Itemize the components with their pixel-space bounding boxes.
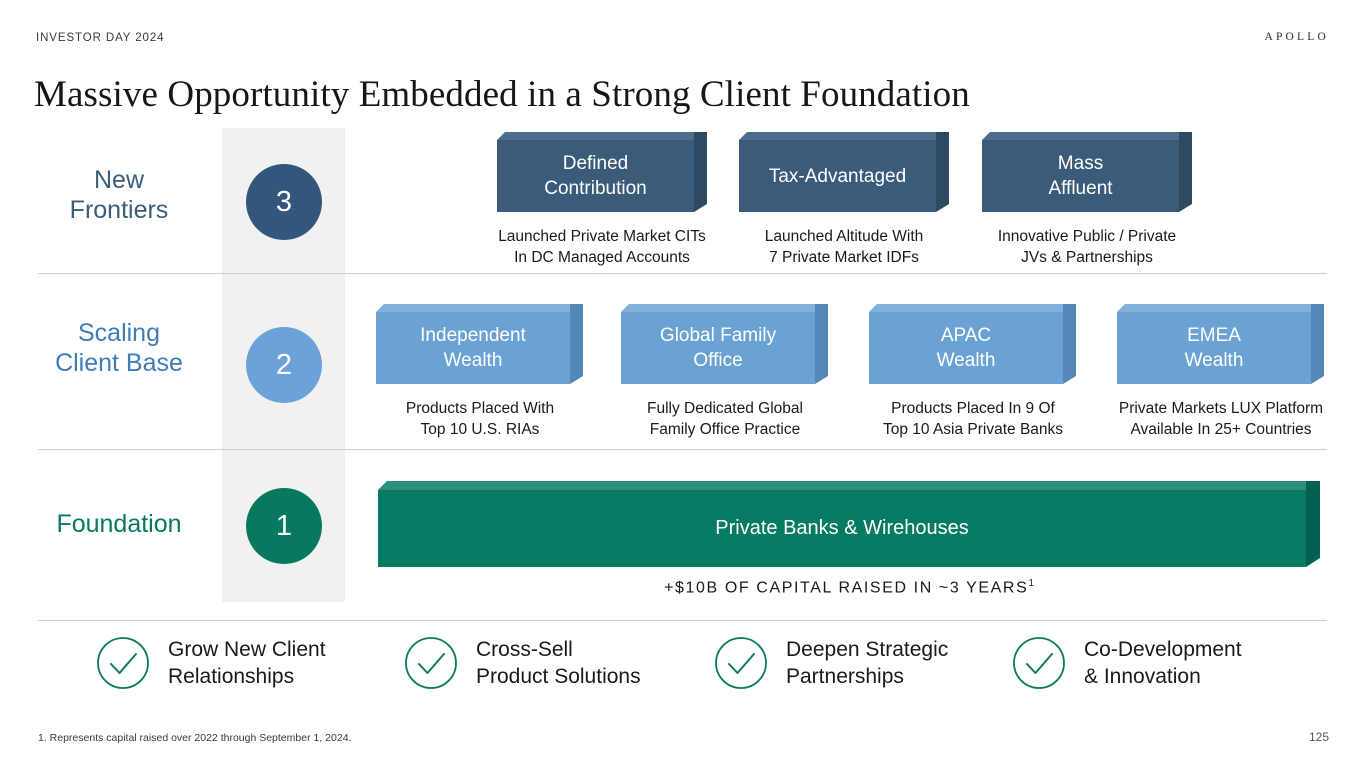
box-global-family-office[interactable]: Global Family Office <box>621 304 828 384</box>
row-number-2: 2 <box>246 327 322 403</box>
row-label-scaling-client-base: Scaling Client Base <box>55 319 183 377</box>
row-label-foundation: Foundation <box>56 510 182 538</box>
box-label: EMEA Wealth <box>1117 312 1311 384</box>
foundation-bar-label: Private Banks & Wirehouses <box>378 490 1306 567</box>
box-top-bevel <box>739 132 949 140</box>
caption-independent-wealth: Products Placed With Top 10 U.S. RIAs <box>405 400 555 438</box>
box-top-bevel <box>621 304 828 312</box>
box-top-bevel <box>376 304 583 312</box>
caption-emea-wealth: Private Markets LUX Platform Available I… <box>1118 400 1324 438</box>
box-top-bevel <box>982 132 1192 140</box>
foundation-bar[interactable]: Private Banks & Wirehouses <box>378 481 1320 567</box>
eyebrow-label: INVESTOR DAY 2024 <box>36 32 165 44</box>
box-tax-advantaged[interactable]: Tax-Advantaged <box>739 132 949 212</box>
box-defined-contribution[interactable]: Defined Contribution <box>497 132 707 212</box>
box-apac-wealth[interactable]: APAC Wealth <box>869 304 1076 384</box>
box-top-bevel <box>869 304 1076 312</box>
page-number: 125 <box>1308 730 1329 744</box>
box-side-bevel <box>936 132 949 212</box>
checklist-item-label: Co-Development & Innovation <box>1084 638 1242 688</box>
footnote-text: 1. Represents capital raised over 2022 t… <box>38 732 352 744</box>
capital-raised-note: +$10B OF CAPITAL RAISED IN ~3 YEARS1 <box>378 578 1320 597</box>
row-divider-1 <box>38 273 1327 274</box>
row-divider-3 <box>38 620 1327 621</box>
check-circle-icon <box>714 636 768 690</box>
row-divider-2 <box>38 449 1327 450</box>
caption-tax-advantaged: Launched Altitude With 7 Private Market … <box>764 228 924 266</box>
footnote-marker: 1 <box>1028 578 1034 589</box>
row-number-3: 3 <box>246 164 322 240</box>
box-side-bevel <box>694 132 707 212</box>
caption-apac-wealth: Products Placed In 9 Of Top 10 Asia Priv… <box>882 400 1064 438</box>
box-side-bevel <box>1311 304 1324 384</box>
box-side-bevel <box>570 304 583 384</box>
box-top-bevel <box>497 132 707 140</box>
checklist-item-label: Grow New Client Relationships <box>168 638 326 688</box>
checklist-item-deepen-strategic-partnerships[interactable]: Deepen Strategic Partnerships <box>714 636 948 690</box>
caption-defined-contribution: Launched Private Market CITs In DC Manag… <box>498 228 706 266</box>
checklist-item-cross-sell-product-solutions[interactable]: Cross-Sell Product Solutions <box>404 636 641 690</box>
caption-global-family-office: Fully Dedicated Global Family Office Pra… <box>647 400 803 438</box>
bar-top-bevel <box>378 481 1320 490</box>
box-label: Mass Affluent <box>982 140 1179 212</box>
page-title: Massive Opportunity Embedded in a Strong… <box>34 73 970 115</box>
box-side-bevel <box>1179 132 1192 212</box>
checklist-item-label: Deepen Strategic Partnerships <box>786 638 949 688</box>
box-label: Global Family Office <box>621 312 815 384</box>
check-circle-icon <box>1012 636 1066 690</box>
box-top-bevel <box>1117 304 1324 312</box>
check-circle-icon <box>96 636 150 690</box>
check-circle-icon <box>404 636 458 690</box>
box-mass-affluent[interactable]: Mass Affluent <box>982 132 1192 212</box>
checklist-row: Grow New Client Relationships Cross-Sell… <box>0 636 1365 716</box>
apollo-logo: APOLLO <box>1264 31 1329 43</box>
box-label: APAC Wealth <box>869 312 1063 384</box>
box-independent-wealth[interactable]: Independent Wealth <box>376 304 583 384</box>
box-label: Independent Wealth <box>376 312 570 384</box>
caption-mass-affluent: Innovative Public / Private JVs & Partne… <box>997 228 1177 266</box>
checklist-item-grow-new-client-relationships[interactable]: Grow New Client Relationships <box>96 636 326 690</box>
checklist-item-label: Cross-Sell Product Solutions <box>476 638 641 688</box>
box-emea-wealth[interactable]: EMEA Wealth <box>1117 304 1324 384</box>
box-side-bevel <box>1063 304 1076 384</box>
row-number-1: 1 <box>246 488 322 564</box>
bar-side-bevel <box>1306 481 1320 567</box>
box-side-bevel <box>815 304 828 384</box>
row-label-new-frontiers: New Frontiers <box>69 166 169 224</box>
box-label: Defined Contribution <box>497 140 694 212</box>
box-label: Tax-Advantaged <box>739 140 936 212</box>
checklist-item-co-development-innovation[interactable]: Co-Development & Innovation <box>1012 636 1242 690</box>
capital-raised-text: +$10B OF CAPITAL RAISED IN ~3 YEARS <box>664 579 1029 597</box>
